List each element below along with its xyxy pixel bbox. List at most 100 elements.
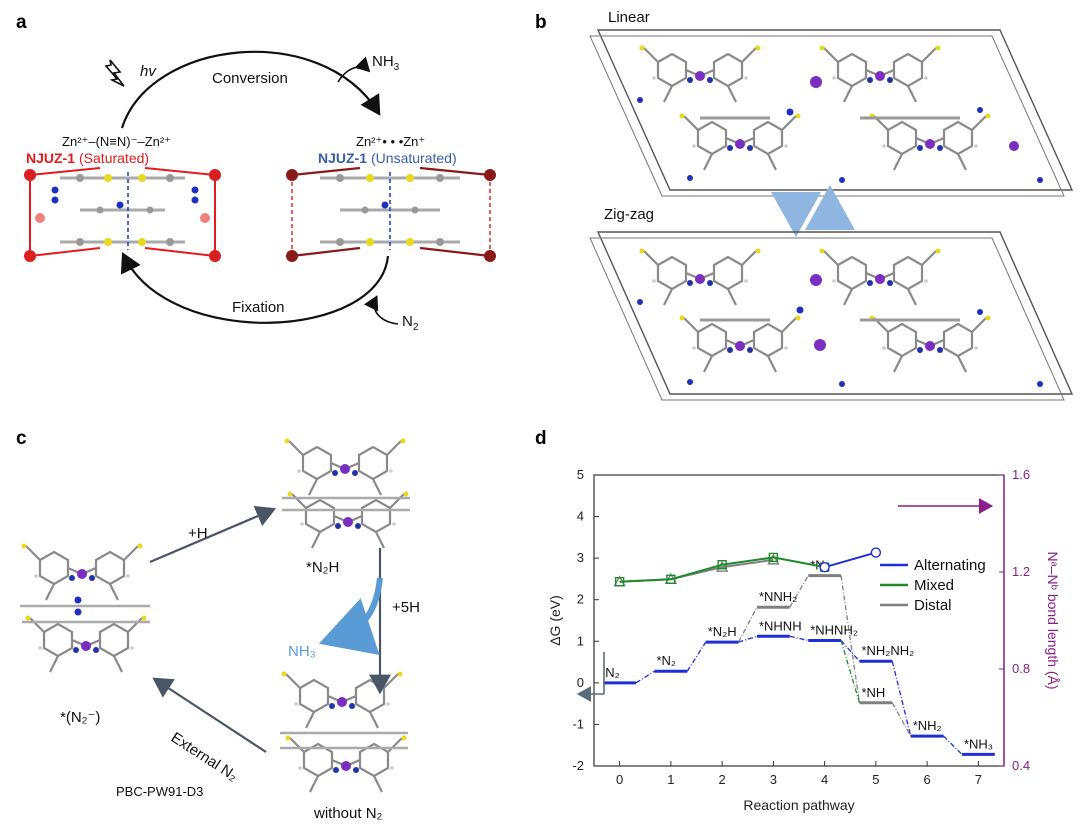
x-tick-label: 4 xyxy=(821,772,828,787)
energy-level-label: *N₂H xyxy=(708,624,737,639)
alternating-connector xyxy=(686,641,707,672)
alternating-connector xyxy=(635,670,655,684)
mixed-connector xyxy=(840,640,861,703)
y-tick-label: 5 xyxy=(577,467,584,482)
structure-without-n2 xyxy=(280,670,408,794)
x-tick-label: 7 xyxy=(975,772,982,787)
right-tick-label: 1.6 xyxy=(1012,467,1030,482)
linear-label: Linear xyxy=(608,9,650,26)
energy-level-label: *NHNH₂ xyxy=(810,622,858,637)
legend-label: Alternating xyxy=(914,557,986,574)
n2-uptake-arrow xyxy=(363,295,399,325)
zigzag-label: Zig-zag xyxy=(604,206,654,223)
bond-line-mixed xyxy=(619,556,825,583)
arrow-external-n2 xyxy=(152,677,267,753)
distal-connector xyxy=(789,575,809,608)
label-add-5h: +5H xyxy=(392,599,420,616)
panel-b: Linear Zig-zag xyxy=(589,9,1074,401)
nh3-release-arrow xyxy=(337,56,371,83)
energy-level-label: *NH₃ xyxy=(964,736,993,751)
reactant-n2: N2 xyxy=(402,313,419,333)
energy-level-label: *NH₂ xyxy=(913,718,942,733)
y-tick-label: -2 xyxy=(572,758,584,773)
alternating-connector xyxy=(943,735,963,755)
y-tick-label: 4 xyxy=(577,509,584,524)
panel-label-b: b xyxy=(535,12,547,33)
energy-level-label: *NNH₂ xyxy=(759,589,797,604)
bond-point-mixed xyxy=(614,577,625,587)
zigzag-cell xyxy=(589,231,1074,401)
bond-line-alternating xyxy=(824,551,877,569)
conversion-label: Conversion xyxy=(212,70,288,87)
panel-label-c: c xyxy=(16,428,27,449)
arrow-add-h xyxy=(149,505,277,564)
bond-line-distal xyxy=(619,558,774,583)
conversion-arrow xyxy=(120,50,381,129)
distal-connector xyxy=(840,575,861,703)
right-tick-label: 0.4 xyxy=(1012,758,1030,773)
y-tick-label: -1 xyxy=(572,716,584,731)
label-add-h: +H xyxy=(188,525,208,542)
y-tick-label: 3 xyxy=(577,550,584,565)
right-tick-label: 0.8 xyxy=(1012,661,1030,676)
alternating-connector xyxy=(840,640,860,662)
x-tick-label: 2 xyxy=(719,772,726,787)
unsaturated-cage xyxy=(286,166,496,262)
arrow-nh3-release xyxy=(318,577,383,656)
energy-level-label: *NHNH xyxy=(759,618,802,633)
saturated-cage xyxy=(24,167,221,262)
x-tick-label: 5 xyxy=(872,772,879,787)
structure-n2h xyxy=(282,437,410,550)
alternating-connector xyxy=(738,635,758,643)
method-label: PBC-PW91-D3 xyxy=(116,784,203,799)
lightning-icon xyxy=(104,59,125,87)
fixation-arrow xyxy=(120,252,390,324)
x-tick-label: 0 xyxy=(616,772,623,787)
label-n2h: *N₂H xyxy=(306,559,339,576)
left-formula: Zn²⁺–(N≡N)⁻–Zn²⁺ xyxy=(62,134,171,149)
linear-cell xyxy=(589,29,1074,197)
bond-point-alternating xyxy=(870,547,882,558)
label-n2-adsorbed: *(N₂⁻) xyxy=(60,709,100,726)
label-nh3: NH₃ xyxy=(288,643,316,660)
alternating-connector xyxy=(789,635,809,642)
light-label: hv xyxy=(140,63,157,80)
bond-point-alternating xyxy=(819,561,830,573)
panel-label-a: a xyxy=(16,12,27,33)
distal-connector xyxy=(737,606,758,643)
x-tick-label: 1 xyxy=(667,772,674,787)
panel-label-d: d xyxy=(535,428,547,449)
panel-c: *(N₂⁻) *N₂H without N₂ +H +5H NH₃ Extern… xyxy=(20,437,420,822)
panel-d-chart: ΔG (eV) Nᵃ–Nᵇ bond length (Å) Reaction p… xyxy=(547,467,1061,813)
structure-n2-adsorbed xyxy=(20,542,150,674)
alternating-connector xyxy=(891,661,912,737)
bond-point-mixed xyxy=(768,552,779,563)
legend-label: Mixed xyxy=(914,577,954,594)
right-formula: Zn²⁺• • •Zn⁺ xyxy=(356,134,425,149)
y-tick-label: 0 xyxy=(577,675,584,690)
fixation-label: Fixation xyxy=(232,299,285,316)
bond-point-mixed xyxy=(717,560,727,570)
label-external-n2: External N₂ xyxy=(168,729,241,785)
x-tick-label: 6 xyxy=(924,772,931,787)
product-nh3: NH3 xyxy=(372,53,400,73)
legend-label: Distal xyxy=(914,597,952,614)
energy-level-label: *NH₂NH₂ xyxy=(861,643,914,658)
y-axis-label: ΔG (eV) xyxy=(547,595,563,646)
y-tick-label: 1 xyxy=(577,633,584,648)
right-material: NJUZ-1(Unsaturated) xyxy=(318,150,457,166)
bond-point-distal xyxy=(767,553,780,565)
panel-a: hv Conversion NH3 Fixation N2 Zn²⁺–(N≡N)… xyxy=(24,50,496,333)
right-tick-label: 1.2 xyxy=(1012,564,1030,579)
y-tick-label: 2 xyxy=(577,592,584,607)
distal-connector xyxy=(891,702,912,737)
energy-level-label: *N₂ xyxy=(656,653,676,668)
right-axis-label: Nᵃ–Nᵇ bond length (Å) xyxy=(1045,551,1061,689)
bond-point-distal xyxy=(715,560,729,572)
bond-point-mixed xyxy=(666,574,676,584)
label-without-n2: without N₂ xyxy=(313,805,383,822)
x-tick-label: 3 xyxy=(770,772,777,787)
x-axis-label: Reaction pathway xyxy=(743,797,854,813)
energy-level-label: *NH xyxy=(861,685,885,700)
